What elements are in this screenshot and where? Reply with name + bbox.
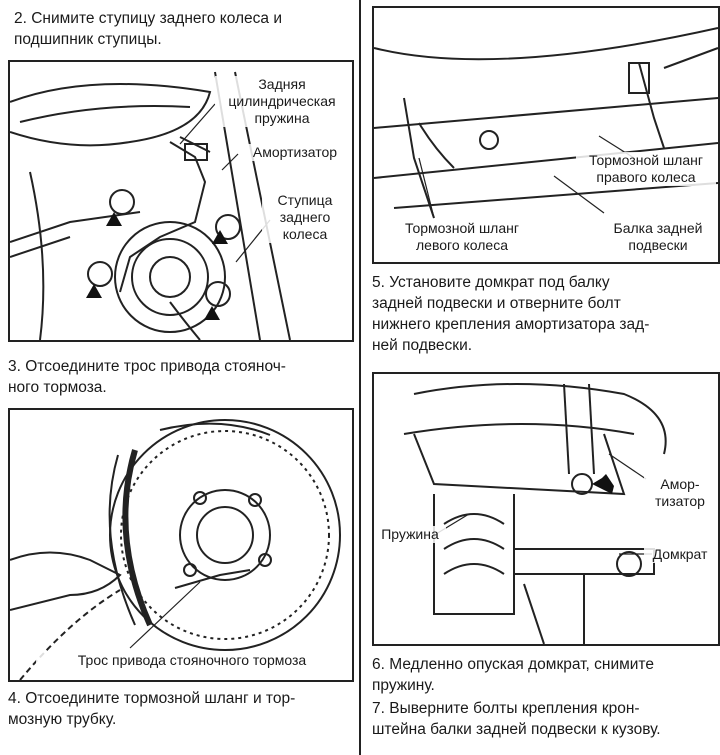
label-rear-spring: Задняя цилиндрическая пружина (215, 76, 349, 127)
label-shock-absorber-2: Амор- тизатор (644, 476, 716, 510)
left-column: 2. Снимите ступицу заднего колеса и подш… (0, 0, 358, 755)
step-3-text: 3. Отсоедините трос привода стояноч- ног… (8, 358, 286, 396)
right-column: Тормозной шланг правого колеса Тормозной… (362, 0, 720, 755)
figure-brake-hoses: Тормозной шланг правого колеса Тормозной… (372, 6, 720, 264)
label-left-brake-hose: Тормозной шланг левого колеса (392, 220, 532, 254)
figure-jack-spring: Амор- тизатор Пружина Домкрат (372, 372, 720, 646)
step-6-text: 6. Медленно опуская домкрат, снимите пру… (372, 656, 654, 694)
label-right-brake-hose: Тормозной шланг правого колеса (576, 152, 716, 186)
figure-parking-brake-cable: Трос привода стояночного тормоза (8, 408, 354, 682)
label-rear-hub: Ступица заднего колеса (262, 192, 348, 243)
column-divider (359, 0, 361, 755)
brake-drum-drawing (10, 419, 341, 680)
step-4-text: 4. Отсоедините тормозной шланг и тор- мо… (8, 690, 296, 728)
label-jack: Домкрат (644, 546, 716, 563)
label-rear-beam: Балка задней подвески (602, 220, 714, 254)
step-2-text: 2. Снимите ступицу заднего колеса и подш… (14, 10, 282, 48)
label-spring: Пружина (374, 526, 446, 543)
label-parking-brake-cable: Трос привода стояночного тормоза (36, 652, 348, 669)
jack-spring-drawing (403, 383, 667, 644)
step-5-text: 5. Установите домкрат под балку задней п… (372, 274, 650, 354)
step-7-text: 7. Выверните болты крепления крон- штейн… (372, 700, 661, 738)
figure-rear-hub: Задняя цилиндрическая пружина Амортизато… (8, 60, 354, 342)
label-shock-absorber: Амортизатор (240, 144, 350, 161)
beam-hoses-drawing (374, 27, 718, 219)
